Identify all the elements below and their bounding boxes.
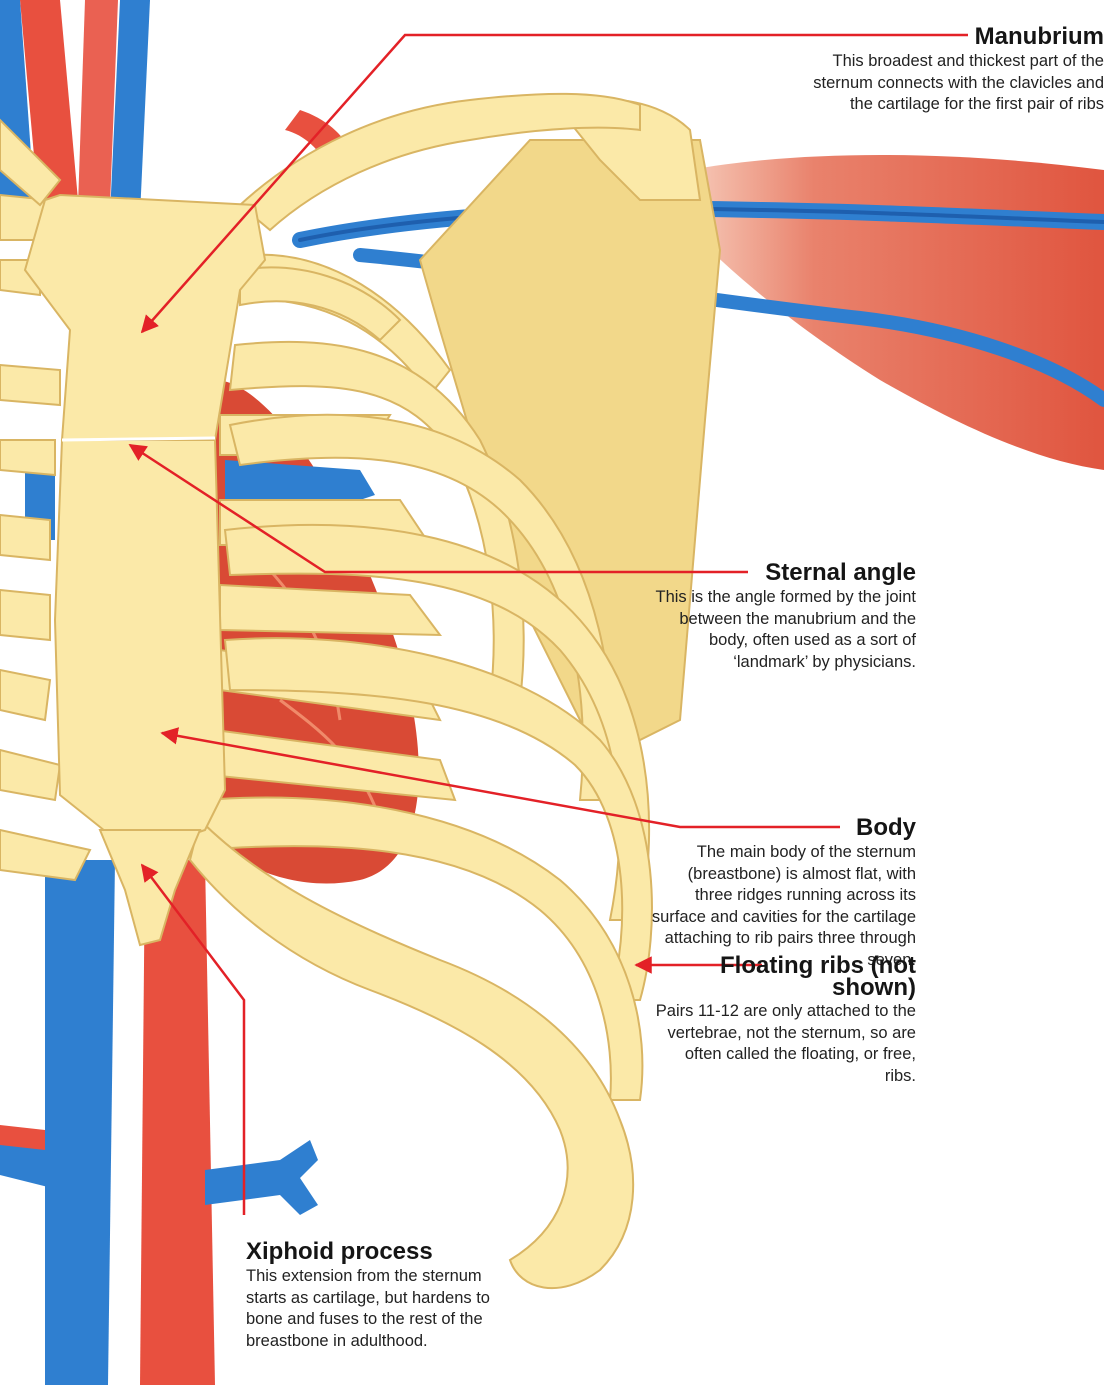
- inferior-vena-cava: [45, 860, 115, 1385]
- sternal-angle-joint: [62, 438, 215, 440]
- body-title: Body: [650, 816, 916, 840]
- sternal-angle-title: Sternal angle: [650, 561, 916, 585]
- body-label: Body The main body of the sternum (breas…: [650, 816, 916, 971]
- sternal-angle-text: This is the angle formed by the joint be…: [650, 587, 916, 673]
- renal-branch: [205, 1140, 318, 1215]
- xiphoid-text: This extension from the sternum starts a…: [246, 1266, 496, 1352]
- sternum-body: [55, 440, 225, 845]
- floating-ribs-text: Pairs 11-12 are only attached to the ver…: [650, 1001, 916, 1087]
- xiphoid-label: Xiphoid process This extension from the …: [246, 1240, 496, 1352]
- manubrium-title: Manubrium: [774, 25, 1104, 49]
- manubrium-text: This broadest and thickest part of the s…: [804, 51, 1104, 116]
- first-rib-right: [240, 267, 400, 340]
- floating-ribs-title: Floating ribs (not shown): [650, 955, 916, 999]
- floating-ribs-label: Floating ribs (not shown) Pairs 11-12 ar…: [650, 955, 916, 1087]
- sternal-angle-label: Sternal angle This is the angle formed b…: [650, 561, 916, 673]
- manubrium-label: Manubrium This broadest and thickest par…: [774, 25, 1104, 116]
- xiphoid-title: Xiphoid process: [246, 1240, 496, 1264]
